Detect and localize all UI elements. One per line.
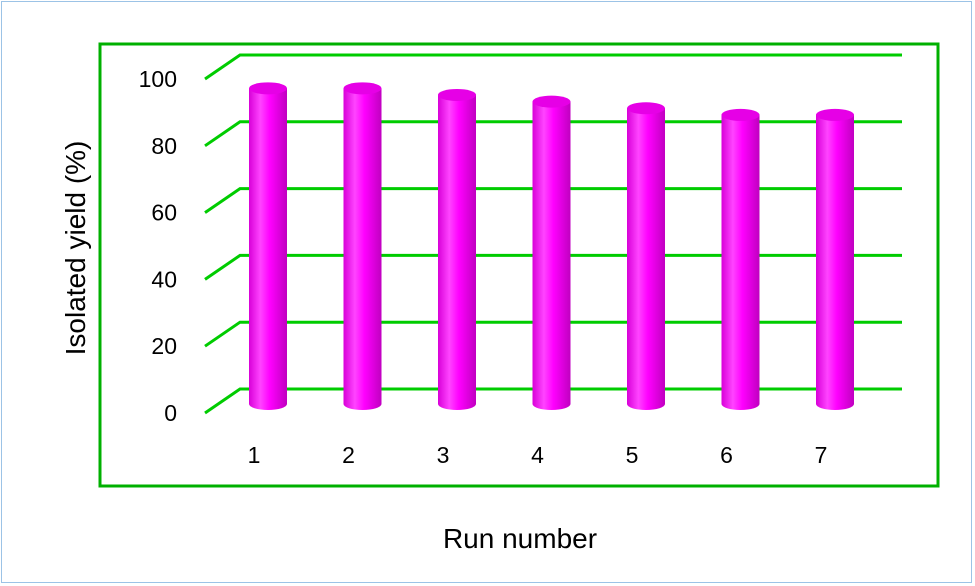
plot-area-border (98, 42, 940, 488)
bar (343, 82, 382, 411)
y-tick-label: 80 (151, 133, 177, 159)
x-tick-label: 7 (815, 442, 828, 468)
x-tick-label: 3 (437, 442, 450, 468)
y-tick-label: 20 (151, 333, 177, 359)
x-tick-label: 6 (720, 442, 733, 468)
bar (249, 82, 287, 411)
gridline (204, 387, 902, 415)
bar (438, 88, 476, 410)
x-tick-label: 5 (626, 442, 639, 468)
y-tick-label: 100 (139, 66, 177, 92)
gridline (204, 120, 902, 148)
y-tick-label: 40 (151, 266, 177, 292)
bar (816, 108, 854, 410)
bar (532, 95, 571, 410)
bar (627, 102, 665, 411)
bar (721, 108, 760, 410)
x-tick-label: 2 (342, 442, 355, 468)
y-axis-title: Isolated yield (%) (60, 141, 91, 356)
bars (249, 82, 854, 411)
gridline (204, 253, 902, 281)
x-axis-title: Run number (443, 523, 597, 554)
gridline (204, 320, 902, 348)
gridlines (204, 53, 902, 415)
y-tick-label: 60 (151, 200, 177, 226)
gridline (204, 187, 902, 214)
y-axis-ticks: 0 20 40 60 80 100 (139, 66, 177, 426)
gridline (204, 53, 902, 81)
x-tick-label: 4 (531, 442, 544, 468)
x-axis-ticks: 1 2 3 4 5 6 7 (248, 442, 828, 468)
x-tick-label: 1 (248, 442, 261, 468)
y-tick-label: 0 (164, 400, 177, 426)
